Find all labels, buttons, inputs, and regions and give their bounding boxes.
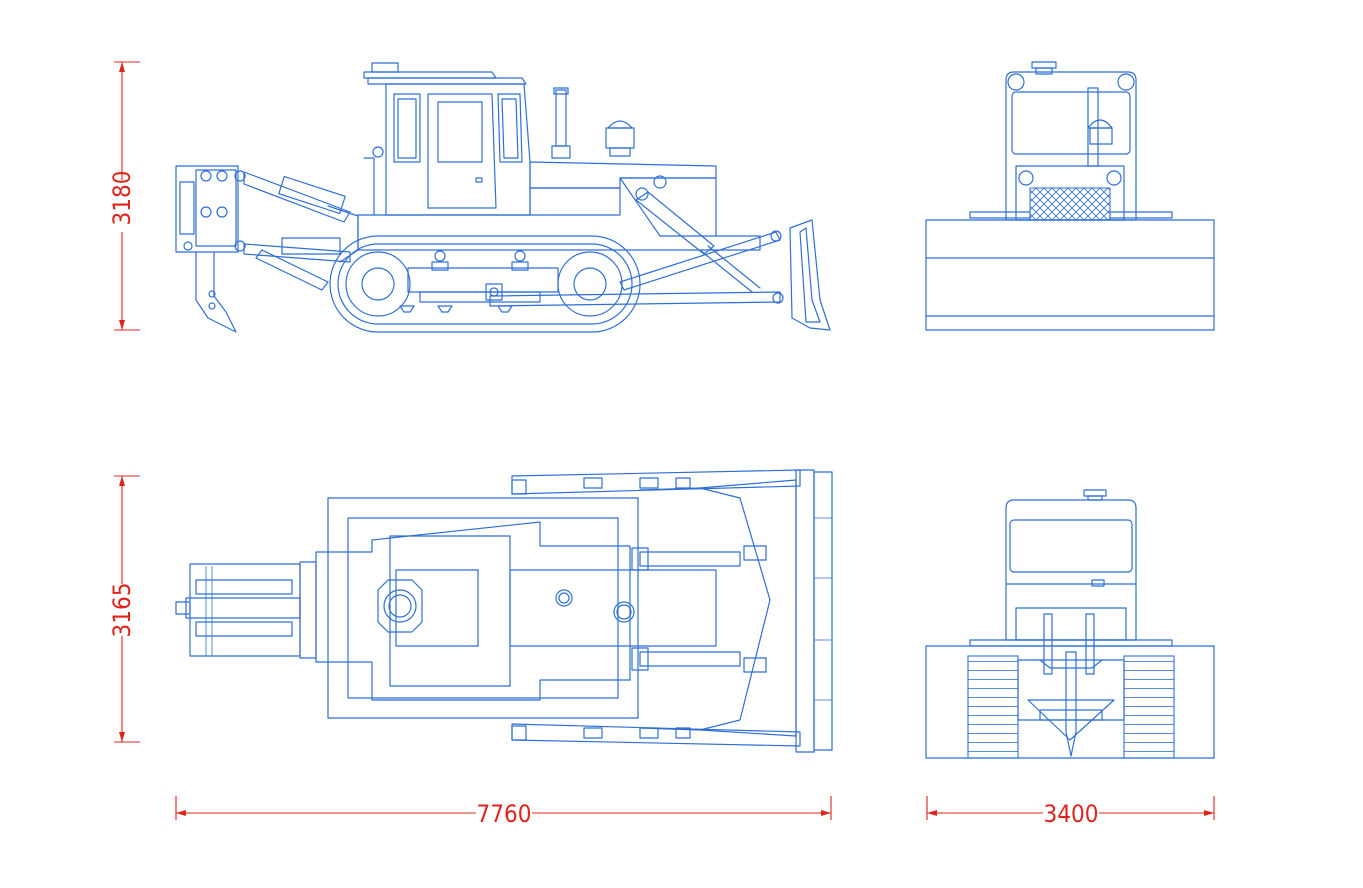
top-view: [175, 469, 833, 753]
side-view: [175, 62, 831, 333]
dim-label-3400: 3400: [1044, 800, 1099, 828]
dimension-overall-width: 3400: [926, 796, 1215, 828]
rear-view: [925, 489, 1215, 759]
dimension-side-height: 3180: [108, 61, 140, 331]
front-view: [925, 61, 1215, 331]
dim-label-3165: 3165: [108, 583, 136, 638]
dimension-top-width: 3165: [108, 475, 140, 743]
dim-label-7760: 7760: [477, 800, 532, 828]
dimension-overall-length: 7760: [175, 796, 832, 828]
dim-label-3180: 3180: [108, 171, 136, 226]
